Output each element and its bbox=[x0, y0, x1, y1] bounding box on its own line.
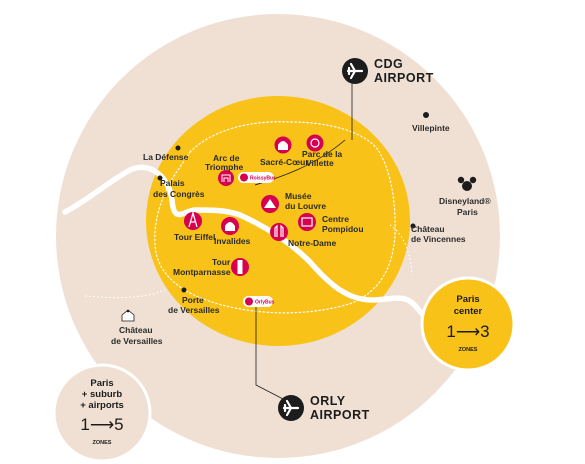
vincennes-label-line2: de Vincennes bbox=[411, 234, 466, 244]
zone-suburb-line2: + suburb bbox=[82, 389, 123, 400]
villette-label-line1: Parc de la bbox=[302, 149, 342, 159]
porte-versailles-dot bbox=[181, 287, 187, 293]
mickey-icon bbox=[462, 181, 472, 191]
landmark-arc-de-triomphe[interactable]: Arc de Triomphe bbox=[205, 153, 244, 186]
villette-label-line2: Villette bbox=[306, 158, 334, 168]
versailles-label-line2: de Versailles bbox=[111, 336, 163, 346]
zone-suburb-badge bbox=[52, 363, 152, 463]
disneyland[interactable]: Disneyland® Paris bbox=[439, 176, 491, 217]
peripherique-boundary bbox=[154, 121, 396, 314]
plane-icon bbox=[282, 399, 300, 417]
orlybus-badge[interactable]: OrlyBus bbox=[243, 296, 275, 307]
la-defense-dot bbox=[175, 145, 181, 151]
orly-airport[interactable]: ORLY AIRPORT bbox=[278, 394, 370, 422]
paris-center-zone bbox=[146, 96, 410, 346]
louvre-label-line2: du Louvre bbox=[285, 201, 326, 211]
roissybus-badge[interactable]: RoissyBus bbox=[238, 172, 276, 183]
chateau-versailles[interactable]: Château de Versailles bbox=[111, 309, 163, 346]
landmark-invalides[interactable]: Invalides bbox=[214, 217, 251, 246]
notre-dame-icon bbox=[270, 223, 288, 241]
orly-label-line1: ORLY bbox=[310, 394, 346, 408]
plane-icon bbox=[346, 62, 364, 80]
landmark-parc-villette[interactable]: Parc de la Villette bbox=[302, 134, 342, 169]
louvre-label-line1: Musée bbox=[285, 191, 312, 201]
zone-legend-center: Paris center 1⟶3 ZONES bbox=[420, 276, 516, 372]
zone-center-range: 1⟶3 bbox=[446, 322, 489, 341]
palais-label-line2: des Congrès bbox=[153, 189, 205, 199]
arc-label-line1: Arc de bbox=[213, 153, 240, 163]
la-defense-label: La Défense bbox=[143, 152, 189, 162]
cdg-label-line2: AIRPORT bbox=[374, 71, 434, 85]
cdg-airport[interactable]: CDG AIRPORT bbox=[342, 57, 434, 85]
zone-suburb-range: 1⟶5 bbox=[80, 415, 123, 434]
orly-label-line2: AIRPORT bbox=[310, 408, 370, 422]
suburb-dotted-path bbox=[84, 289, 166, 299]
zone-center-unit: ZONES bbox=[459, 347, 478, 353]
villette-icon bbox=[306, 134, 324, 152]
landmark-tour-montparnasse[interactable]: Tour Montparnasse bbox=[173, 257, 249, 277]
landmark-pompidou[interactable]: Centre Pompidou bbox=[298, 213, 364, 234]
invalides-label: Invalides bbox=[214, 236, 251, 246]
bus-icon bbox=[245, 297, 253, 306]
zone-center-line2: center bbox=[454, 306, 483, 317]
orly-leader-line bbox=[255, 303, 286, 401]
palais-dot bbox=[157, 175, 163, 181]
landmark-tour-eiffel[interactable]: Tour Eiffel bbox=[174, 210, 215, 242]
pompidou-label-line1: Centre bbox=[322, 214, 349, 224]
roissybus-label: RoissyBus bbox=[250, 176, 276, 182]
arc-label-line2: Triomphe bbox=[205, 162, 244, 172]
pompidou-label-line2: Pompidou bbox=[322, 224, 364, 234]
porte-label-line2: de Versailles bbox=[168, 305, 220, 315]
montparnasse-label-line2: Montparnasse bbox=[173, 267, 231, 277]
disney-label-line2: Paris bbox=[457, 207, 478, 217]
disney-label-line1: Disneyland® bbox=[439, 196, 491, 206]
versailles-label-line1: Château bbox=[119, 325, 153, 335]
villepinte-dot bbox=[423, 112, 429, 118]
palais-label-line1: Palais bbox=[160, 178, 185, 188]
zone-suburb-unit: ZONES bbox=[93, 440, 112, 446]
zone-suburb-line1: Paris bbox=[90, 378, 113, 389]
eiffel-tower-icon bbox=[184, 212, 202, 230]
cdg-label-line1: CDG bbox=[374, 57, 403, 71]
montparnasse-label-line1: Tour bbox=[212, 257, 231, 267]
villepinte-label: Villepinte bbox=[412, 123, 450, 133]
pompidou-icon bbox=[298, 213, 316, 231]
orlybus-label: OrlyBus bbox=[255, 300, 275, 306]
landmark-sacre-coeur[interactable]: Sacré-Cœur bbox=[260, 136, 309, 168]
sacre-coeur-label: Sacré-Cœur bbox=[260, 157, 309, 167]
notre-dame-label: Notre-Dame bbox=[288, 238, 336, 248]
landmark-louvre[interactable]: Musée du Louvre bbox=[261, 191, 326, 213]
vincennes-label-line1: Château bbox=[411, 224, 445, 234]
zone-center-badge bbox=[420, 276, 516, 372]
eiffel-label: Tour Eiffel bbox=[174, 232, 215, 242]
zone-suburb-line3: + airports bbox=[80, 400, 124, 411]
porte-label-line1: Porte bbox=[182, 295, 204, 305]
vincennes-dot bbox=[410, 223, 416, 229]
zone-legend-suburb: Paris + suburb + airports 1⟶5 ZONES bbox=[52, 363, 152, 463]
zone-center-line1: Paris bbox=[456, 294, 479, 305]
landmark-notre-dame[interactable]: Notre-Dame bbox=[270, 223, 336, 248]
seine-river bbox=[62, 164, 439, 327]
roissybus-route-line bbox=[254, 139, 346, 186]
bus-icon bbox=[240, 173, 248, 182]
